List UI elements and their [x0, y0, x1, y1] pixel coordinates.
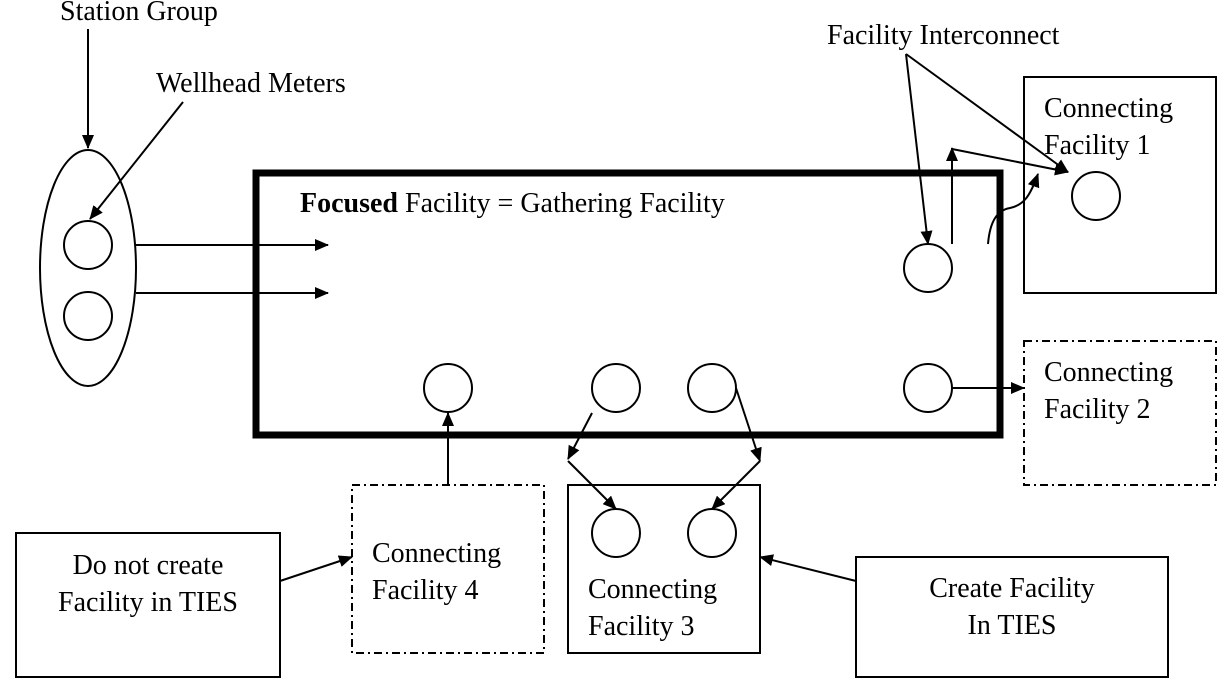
- interconnect-pointer-1: [905, 53, 933, 245]
- create-label: Create Facility In TIES: [856, 570, 1168, 644]
- create-arrow: [759, 554, 857, 582]
- facility-4-line1: Connecting: [372, 538, 502, 569]
- connecting-facility-1-label: Connecting Facility 1: [1044, 90, 1173, 164]
- wellhead-meters-label: Wellhead Meters: [156, 68, 346, 99]
- facility-3-line1: Connecting: [588, 574, 718, 605]
- facility-4-line2: Facility 4: [372, 575, 479, 606]
- create-box: [855, 556, 1169, 678]
- station-group-label: Station Group: [60, 0, 218, 27]
- connecting-facility-2-label: Connecting Facility 2: [1044, 354, 1173, 428]
- interconnect-node-top: [903, 243, 953, 293]
- flow-to-facility1-arrow: [951, 148, 1069, 176]
- create-line2: In TIES: [967, 610, 1057, 641]
- interconnect-pointer-2: [905, 53, 1069, 173]
- facility-interconnect-label: Facility Interconnect: [827, 20, 1060, 51]
- focused-bold-text: Focused: [300, 188, 398, 219]
- interconnect-node-right: [903, 363, 953, 413]
- facility-1-line1: Connecting: [1044, 93, 1174, 124]
- do-not-create-label: Do not create Facility in TIES: [16, 547, 280, 621]
- curved-flow-arrow: [987, 173, 1040, 245]
- interconnect-node-bottom-1: [423, 363, 473, 413]
- connecting-facility-2-box: [1023, 340, 1217, 486]
- focused-facility-title: Focused Facility = Gathering Facility: [300, 185, 725, 222]
- station-group-ellipse: [39, 149, 137, 387]
- facility-2-line2: Facility 2: [1044, 394, 1151, 425]
- wellhead-meter-1: [63, 220, 113, 270]
- connecting-facility-3-label: Connecting Facility 3: [588, 571, 717, 645]
- facility-1-node: [1071, 171, 1121, 221]
- wellhead-meter-2: [63, 291, 113, 341]
- connecting-facility-4-label: Connecting Facility 4: [372, 535, 501, 609]
- focused-facility-box: [252, 169, 1004, 439]
- flow-to-facility3-arrow-2a: [735, 387, 762, 462]
- create-line1: Create Facility: [929, 573, 1095, 604]
- interconnect-node-bottom-3: [687, 363, 737, 413]
- connecting-facility-3-box: [567, 484, 761, 654]
- interconnect-node-bottom-2: [591, 363, 641, 413]
- facility-3-node-1: [591, 508, 641, 558]
- do-not-create-arrow: [279, 555, 353, 582]
- do-not-create-line2: Facility in TIES: [58, 587, 238, 618]
- facility-3-node-2: [687, 508, 737, 558]
- do-not-create-line1: Do not create: [72, 550, 224, 581]
- facility-1-line2: Facility 1: [1044, 130, 1151, 161]
- facility-2-line1: Connecting: [1044, 357, 1174, 388]
- flow-to-facility3-arrow-1b: [567, 460, 617, 510]
- wellhead-meters-arrow: [89, 101, 184, 220]
- flow-to-facility3-arrow-2b: [711, 460, 761, 510]
- flow-to-facility3-arrow-1a: [567, 412, 593, 460]
- focused-rest-text: Facility = Gathering Facility: [398, 188, 725, 219]
- do-not-create-box: [15, 532, 281, 678]
- facility-3-line2: Facility 3: [588, 611, 695, 642]
- connecting-facility-1-box: [1023, 76, 1217, 294]
